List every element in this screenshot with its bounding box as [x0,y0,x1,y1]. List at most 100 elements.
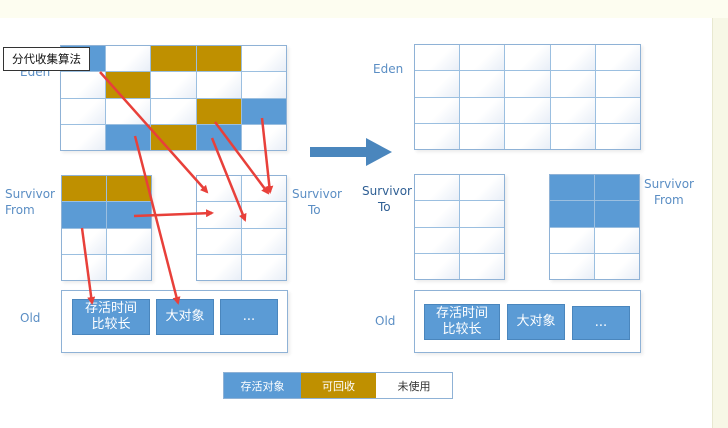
after-survivor-to-label-line2: To [378,200,391,214]
after-to-cell-empty [415,201,459,227]
after-to-cell-empty [460,227,504,253]
after-eden-cell-empty [550,71,595,97]
after-old-long-lived: 存活时间比较长 [424,304,500,340]
after-from-cell-live [550,201,594,227]
legend-reclaimable: 可回收 [301,373,376,398]
after-from-cell-empty [550,253,594,279]
before-eden-cell-empty [241,124,286,150]
before-eden-cell-empty [196,72,241,98]
before-survivor-from-label-line2: From [5,203,35,217]
legend-unused: 未使用 [376,373,452,398]
after-eden-cell-empty [550,97,595,123]
after-survivor-from-label: Survivor From [644,176,694,208]
after-eden-cell-empty [460,45,505,71]
after-eden-cell-empty [595,71,640,97]
before-to-cell-empty [242,202,286,228]
before-old-region: 存活时间比较长 大对象 ... [61,290,288,353]
after-eden-label: Eden [373,62,404,76]
before-eden-cell-empty [241,72,286,98]
before-to-cell-empty [242,228,286,254]
before-from-cell-empty [107,254,151,280]
before-survivor-to-label-line1: Survivor [292,187,342,201]
before-eden-cell-empty [61,98,106,124]
before-eden-cell-live [196,124,241,150]
before-to-cell-empty [197,228,241,254]
before-to-cell-empty [197,176,241,202]
after-to-cell-empty [415,175,459,201]
before-eden-cell-recl [106,72,151,98]
before-from-cell-recl [62,176,106,202]
before-eden-cell-recl [196,98,241,124]
before-old-more-text: ... [242,309,256,324]
before-to-cell-empty [197,202,241,228]
after-old-region: 存活时间比较长 大对象 ... [414,290,641,353]
after-to-cell-empty [415,227,459,253]
after-eden-cell-empty [595,45,640,71]
before-survivor-from-label: Survivor From [5,186,55,218]
before-survivor-to-label: Survivor To [292,186,342,218]
after-old-large-object: 大对象 [507,304,565,340]
after-survivor-from-grid [549,174,640,280]
after-eden-cell-empty [550,45,595,71]
after-from-cell-live [595,175,639,201]
after-survivor-to-label-line1: Survivor [362,184,412,198]
after-eden-cell-empty [415,45,460,71]
before-from-cell-live [62,202,106,228]
after-survivor-to-label: Survivor To [362,183,412,215]
before-eden-cell-empty [106,98,151,124]
after-eden-cell-empty [595,97,640,123]
before-eden-cell-recl [151,46,196,72]
before-survivor-from-grid [61,175,152,281]
after-survivor-from-label-line1: Survivor [644,177,694,191]
after-eden-cell-empty [595,123,640,149]
after-old-long-lived-line1: 存活时间 [435,306,488,321]
after-survivor-to-grid [414,174,505,280]
before-eden-cell-empty [151,98,196,124]
after-from-cell-live [595,201,639,227]
after-eden-cell-empty [505,97,550,123]
before-to-cell-empty [242,176,286,202]
before-from-cell-empty [62,254,106,280]
after-eden-cell-empty [505,123,550,149]
after-from-cell-empty [550,227,594,253]
scrollbar-track[interactable] [712,18,728,428]
before-eden-cell-recl [151,124,196,150]
before-eden-cell-empty [106,46,151,72]
before-from-cell-live [107,202,151,228]
before-to-cell-empty [242,254,286,280]
before-from-cell-empty [107,228,151,254]
after-eden-cell-empty [415,97,460,123]
after-to-cell-empty [415,253,459,279]
legend-live: 存活对象 [224,373,301,398]
before-old-more: ... [220,299,278,335]
before-eden-cell-empty [241,46,286,72]
before-old-long-lived-line1: 存活时间 [84,301,137,316]
after-eden-grid [414,44,641,150]
after-old-long-lived-line2: 比较长 [442,322,482,337]
before-survivor-to-label-line2: To [308,203,321,217]
after-eden-cell-empty [460,97,505,123]
after-from-cell-empty [595,253,639,279]
before-from-cell-empty [62,228,106,254]
after-survivor-from-label-line2: From [654,193,684,207]
before-old-large-object: 大对象 [156,299,214,335]
after-from-cell-live [550,175,594,201]
after-eden-cell-empty [415,123,460,149]
before-eden-cell-live [106,124,151,150]
legend: 存活对象 可回收 未使用 [223,372,453,399]
after-old-more-text: ... [594,315,608,330]
before-old-large-object-text: 大对象 [165,309,205,324]
before-from-cell-recl [107,176,151,202]
after-from-cell-empty [595,227,639,253]
after-eden-cell-empty [460,123,505,149]
after-old-more: ... [572,306,630,340]
before-eden-cell-recl [196,46,241,72]
before-eden-cell-empty [61,124,106,150]
before-old-long-lived-line2: 比较长 [91,317,131,332]
diagram-title: 分代收集算法 [3,47,90,71]
after-to-cell-empty [460,253,504,279]
after-old-large-object-text: 大对象 [516,314,556,329]
before-old-label: Old [20,311,41,325]
before-to-cell-empty [197,254,241,280]
after-eden-cell-empty [505,45,550,71]
